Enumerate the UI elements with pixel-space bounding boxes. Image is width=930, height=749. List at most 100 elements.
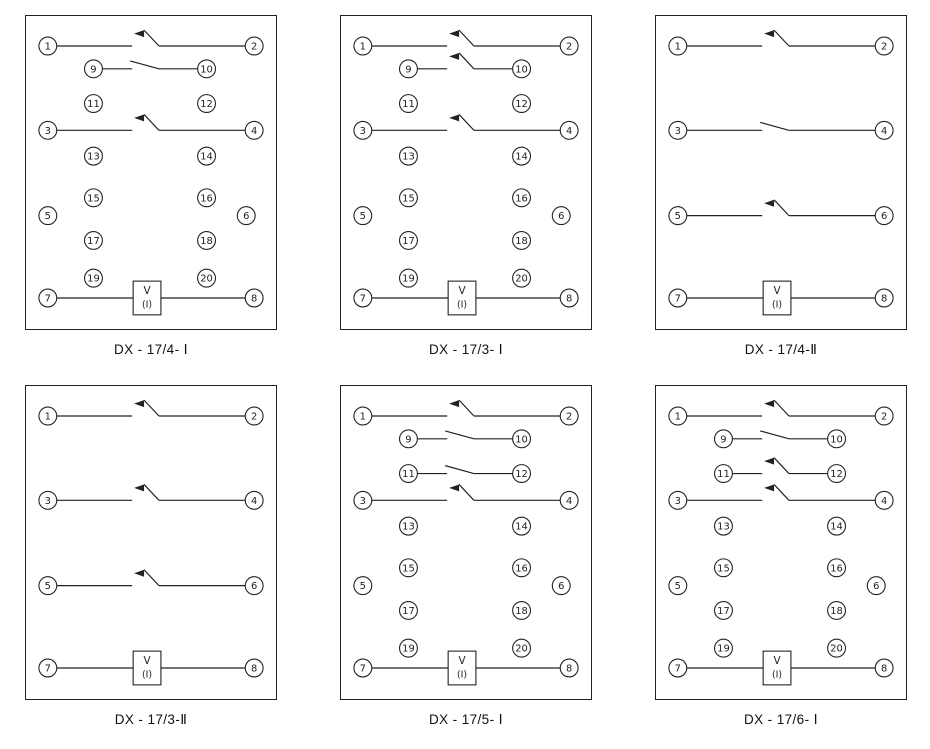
signal-flag-icon [134,484,145,492]
terminal-number: 13 [402,152,415,163]
terminal-circle [38,36,58,56]
terminal-13: 13 [398,516,418,536]
terminal-circle [398,230,418,250]
terminal-7: 7 [668,658,688,678]
terminal-16: 16 [512,188,532,208]
terminal-number: 17 [717,606,730,617]
terminal-number: 19 [717,644,730,655]
terminal-5: 5 [353,576,373,596]
terminal-18: 18 [197,230,217,250]
signal-flag-icon [449,52,460,60]
terminal-circle [197,230,217,250]
terminal-number: 6 [873,581,879,592]
contact-blade [143,29,160,47]
terminal-19: 19 [713,638,733,658]
terminal-number: 4 [251,496,257,507]
terminal-circle [353,406,373,426]
terminal-number: 7 [45,664,51,675]
terminal-circle [668,206,688,226]
terminal-number: 2 [881,42,887,53]
terminal-number: 13 [402,522,415,533]
terminal-number: 7 [360,294,366,305]
terminal-2: 2 [244,36,264,56]
terminal-circle [83,230,103,250]
terminal-number: 6 [558,581,564,592]
terminal-number: 18 [830,606,843,617]
terminal-11: 11 [398,464,418,484]
terminal-circle [668,658,688,678]
meter-box [447,650,477,686]
terminal-number: 15 [402,563,415,574]
terminal-circle [559,36,579,56]
terminal-circle [874,406,894,426]
terminal-circle [38,120,58,140]
terminal-1: 1 [353,406,373,426]
terminal-20: 20 [197,268,217,288]
terminal-19: 19 [398,638,418,658]
contact-blade [143,484,160,501]
terminal-number: 3 [675,126,681,137]
terminal-number: 15 [87,193,100,204]
contact-blade [773,399,790,417]
terminal-number: 2 [881,412,887,423]
terminal-number: 13 [717,522,730,533]
terminal-circle [398,94,418,114]
terminal-circle [874,658,894,678]
terminal-6: 6 [874,206,894,226]
terminal-circle [83,59,103,79]
terminal-circle [713,429,733,449]
contact-blade [773,29,790,47]
terminal-6: 6 [551,206,571,226]
terminal-number: 14 [515,522,528,533]
terminal-number: 1 [45,412,51,423]
terminal-circle [398,464,418,484]
terminal-number: 10 [830,434,843,445]
terminal-circle [398,429,418,449]
terminal-number: 5 [675,581,681,592]
terminal-number: 17 [87,236,100,247]
terminal-3: 3 [668,120,688,140]
contact-blade [760,121,790,131]
terminal-number: 1 [45,42,51,53]
signal-flag-icon [764,400,775,408]
terminal-circle [551,206,571,226]
contact-blade [458,114,475,131]
signal-flag-icon [449,400,460,408]
terminal-number: 1 [675,412,681,423]
terminal-number: 10 [515,64,528,75]
signal-flag-icon [134,400,145,408]
terminal-circle [559,288,579,308]
row-11-12: 11 12 [398,464,532,484]
terminal-circle [38,206,58,226]
meter-box [447,280,477,316]
terminal-17: 17 [83,230,103,250]
terminal-20: 20 [512,268,532,288]
terminal-8: 8 [874,658,894,678]
terminal-circle [874,288,894,308]
terminal-13: 13 [398,146,418,166]
meter-label-i: (I) [142,299,152,310]
terminal-number: 12 [830,469,843,480]
terminal-number: 12 [515,469,528,480]
terminal-number: 20 [830,644,843,655]
terminal-number: 20 [515,274,528,285]
contact-blade [458,484,475,501]
